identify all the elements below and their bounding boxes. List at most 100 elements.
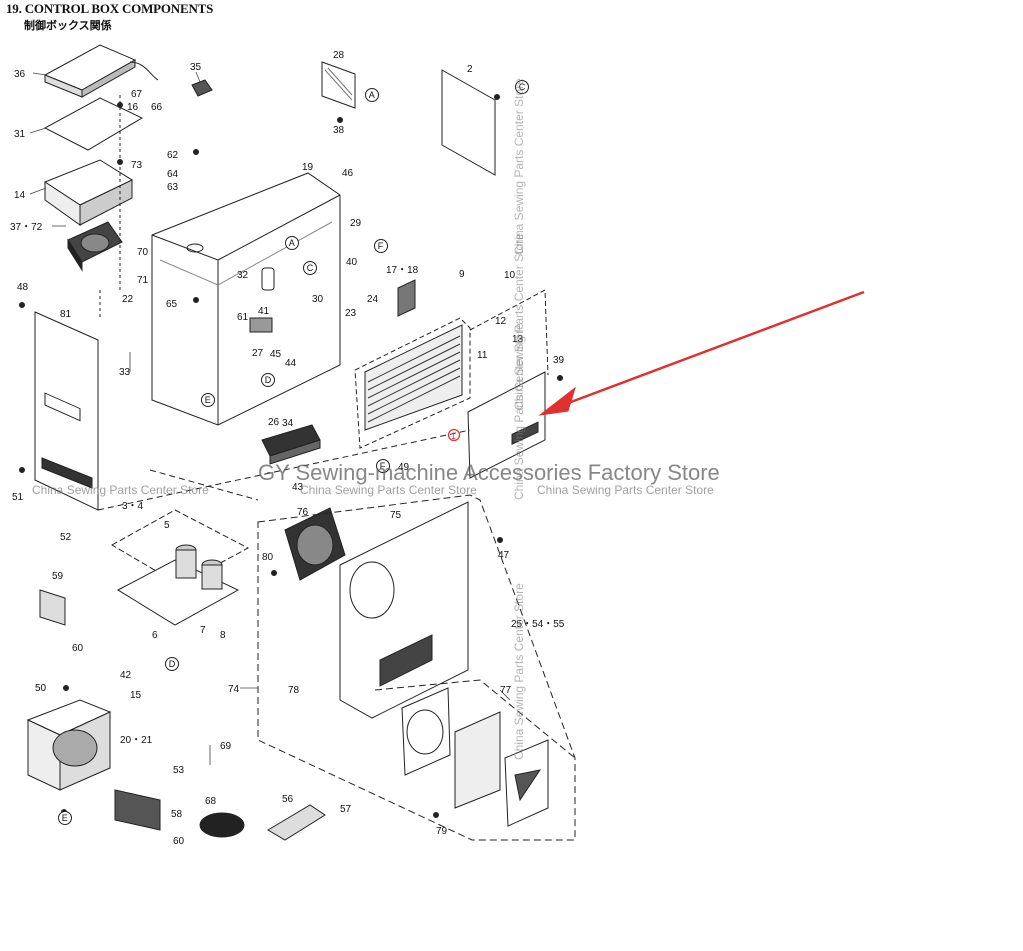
part-number-label: 23 (345, 308, 357, 319)
part-number-label: 17・18 (386, 265, 419, 276)
watermark-vertical-3: China Sewing Parts Center Store (512, 583, 526, 760)
part-number-label: 22 (122, 294, 134, 305)
reference-letter-circle: E (201, 393, 215, 407)
part-number-label: 19 (302, 162, 314, 173)
part-number-label: 15 (130, 690, 142, 701)
part-number-label: 10 (504, 270, 516, 281)
part-number-label: 20・21 (120, 735, 153, 746)
part-number-label: 29 (350, 218, 362, 229)
part-number-label: 41 (258, 306, 270, 317)
reference-letter: C (307, 263, 314, 273)
power-unit-9 (354, 317, 471, 449)
part-number-label: 42 (120, 670, 132, 681)
part-number-label: 25・54・55 (511, 619, 565, 630)
fan-70 (67, 221, 123, 272)
vent-17-18 (397, 279, 416, 317)
cover-14 (43, 159, 134, 226)
part-number-label: 60 (72, 643, 84, 654)
pcb-board (467, 371, 546, 479)
part-number-label: 43 (292, 482, 304, 493)
part-number-label: 31 (14, 129, 26, 140)
reference-letter: A (369, 90, 375, 100)
cable-68 (199, 812, 245, 838)
marker-label: 1 (451, 431, 456, 441)
leader-lines (29, 71, 511, 765)
watermark-small-2: China Sewing Parts Center Store (300, 483, 477, 497)
part-number-label: 80 (262, 552, 274, 563)
part-number-label: 35 (190, 62, 202, 73)
watermark-vertical-1: China Sewing Parts Center Store (512, 78, 526, 255)
part-number-label: 58 (171, 809, 183, 820)
part-number-label: 8 (220, 630, 226, 641)
part-number-label: 74 (228, 684, 240, 695)
fuse-holder-58 (114, 789, 161, 831)
reference-letter: D (265, 375, 272, 385)
part-number-label: 79 (436, 826, 448, 837)
part-number-label: 52 (60, 532, 72, 543)
part-number-label: 39 (553, 355, 565, 366)
pedal-56 (267, 804, 326, 841)
reference-letter: E (205, 395, 211, 405)
part-number-label: 45 (270, 349, 282, 360)
part-number-label: 28 (333, 50, 345, 61)
drive-unit-36 (43, 44, 159, 98)
watermark-main: GY Sewing-machine Accessories Factory St… (258, 460, 720, 485)
part-number-label: 48 (17, 282, 29, 293)
reference-letter-circle: A (365, 88, 379, 102)
part-number-label: 34 (282, 418, 294, 429)
part-number-label: 67 (131, 89, 143, 100)
part-number-label: 27 (252, 348, 264, 359)
front-panel-81 (34, 311, 99, 511)
side-plate-2 (441, 69, 496, 176)
part-number-label: 46 (342, 168, 354, 179)
part-number-label: 65 (166, 299, 178, 310)
diagram-title: 19. CONTROL BOX COMPONENTS (6, 1, 214, 16)
fan-76 (284, 507, 346, 581)
red-arrow (554, 290, 865, 410)
watermark-small-1: China Sewing Parts Center Store (32, 483, 209, 497)
control-box-19 (151, 172, 341, 426)
reference-letter-circle: F (374, 239, 388, 253)
part-number-label: 30 (312, 294, 324, 305)
reference-letter-circle: A (285, 236, 299, 250)
part-number-label: 66 (151, 102, 163, 113)
part-number-label: 7 (200, 625, 206, 636)
part-number-label: 59 (52, 571, 64, 582)
part-number-label: 62 (167, 150, 179, 161)
part-number-label: 70 (137, 247, 149, 258)
part-number-label: 78 (288, 685, 300, 696)
part-number-label: 37・72 (10, 222, 43, 233)
part-number-label: 60 (173, 836, 185, 847)
part-number-label: 63 (167, 182, 179, 193)
part-number-label: 75 (390, 510, 402, 521)
plate-31 (43, 97, 144, 151)
part-number-label: 73 (131, 160, 143, 171)
terminal-block-26 (261, 424, 321, 465)
part-number-label: 71 (137, 275, 149, 286)
part-number-label: 53 (173, 765, 185, 776)
part-number-label: 13 (512, 334, 524, 345)
part-number-label: 33 (119, 367, 131, 378)
part-number-label: 5 (164, 520, 170, 531)
red-arrow-head (538, 386, 576, 416)
part-number-label: 44 (285, 358, 297, 369)
watermark-vertical-4: China Sewing Parts Center Store (512, 233, 526, 410)
reference-letter: D (169, 659, 176, 669)
part-number-label: 9 (459, 269, 465, 280)
reference-letter: E (62, 813, 68, 823)
reference-letter-circle: E (58, 811, 72, 825)
part-number-label: 2 (467, 64, 473, 75)
part-number-label: 38 (333, 125, 345, 136)
part-number-label: 61 (237, 312, 249, 323)
reference-letter: F (378, 241, 384, 251)
part-number-label: 26 (268, 417, 280, 428)
transformer-50 (26, 699, 112, 791)
reference-letter: F (380, 461, 386, 471)
part-number-label: 36 (14, 69, 26, 80)
filter-28 (321, 61, 356, 109)
fan-guard-77 (401, 687, 549, 827)
part-number-label: 40 (346, 257, 358, 268)
part-number-label: 47 (498, 550, 510, 561)
